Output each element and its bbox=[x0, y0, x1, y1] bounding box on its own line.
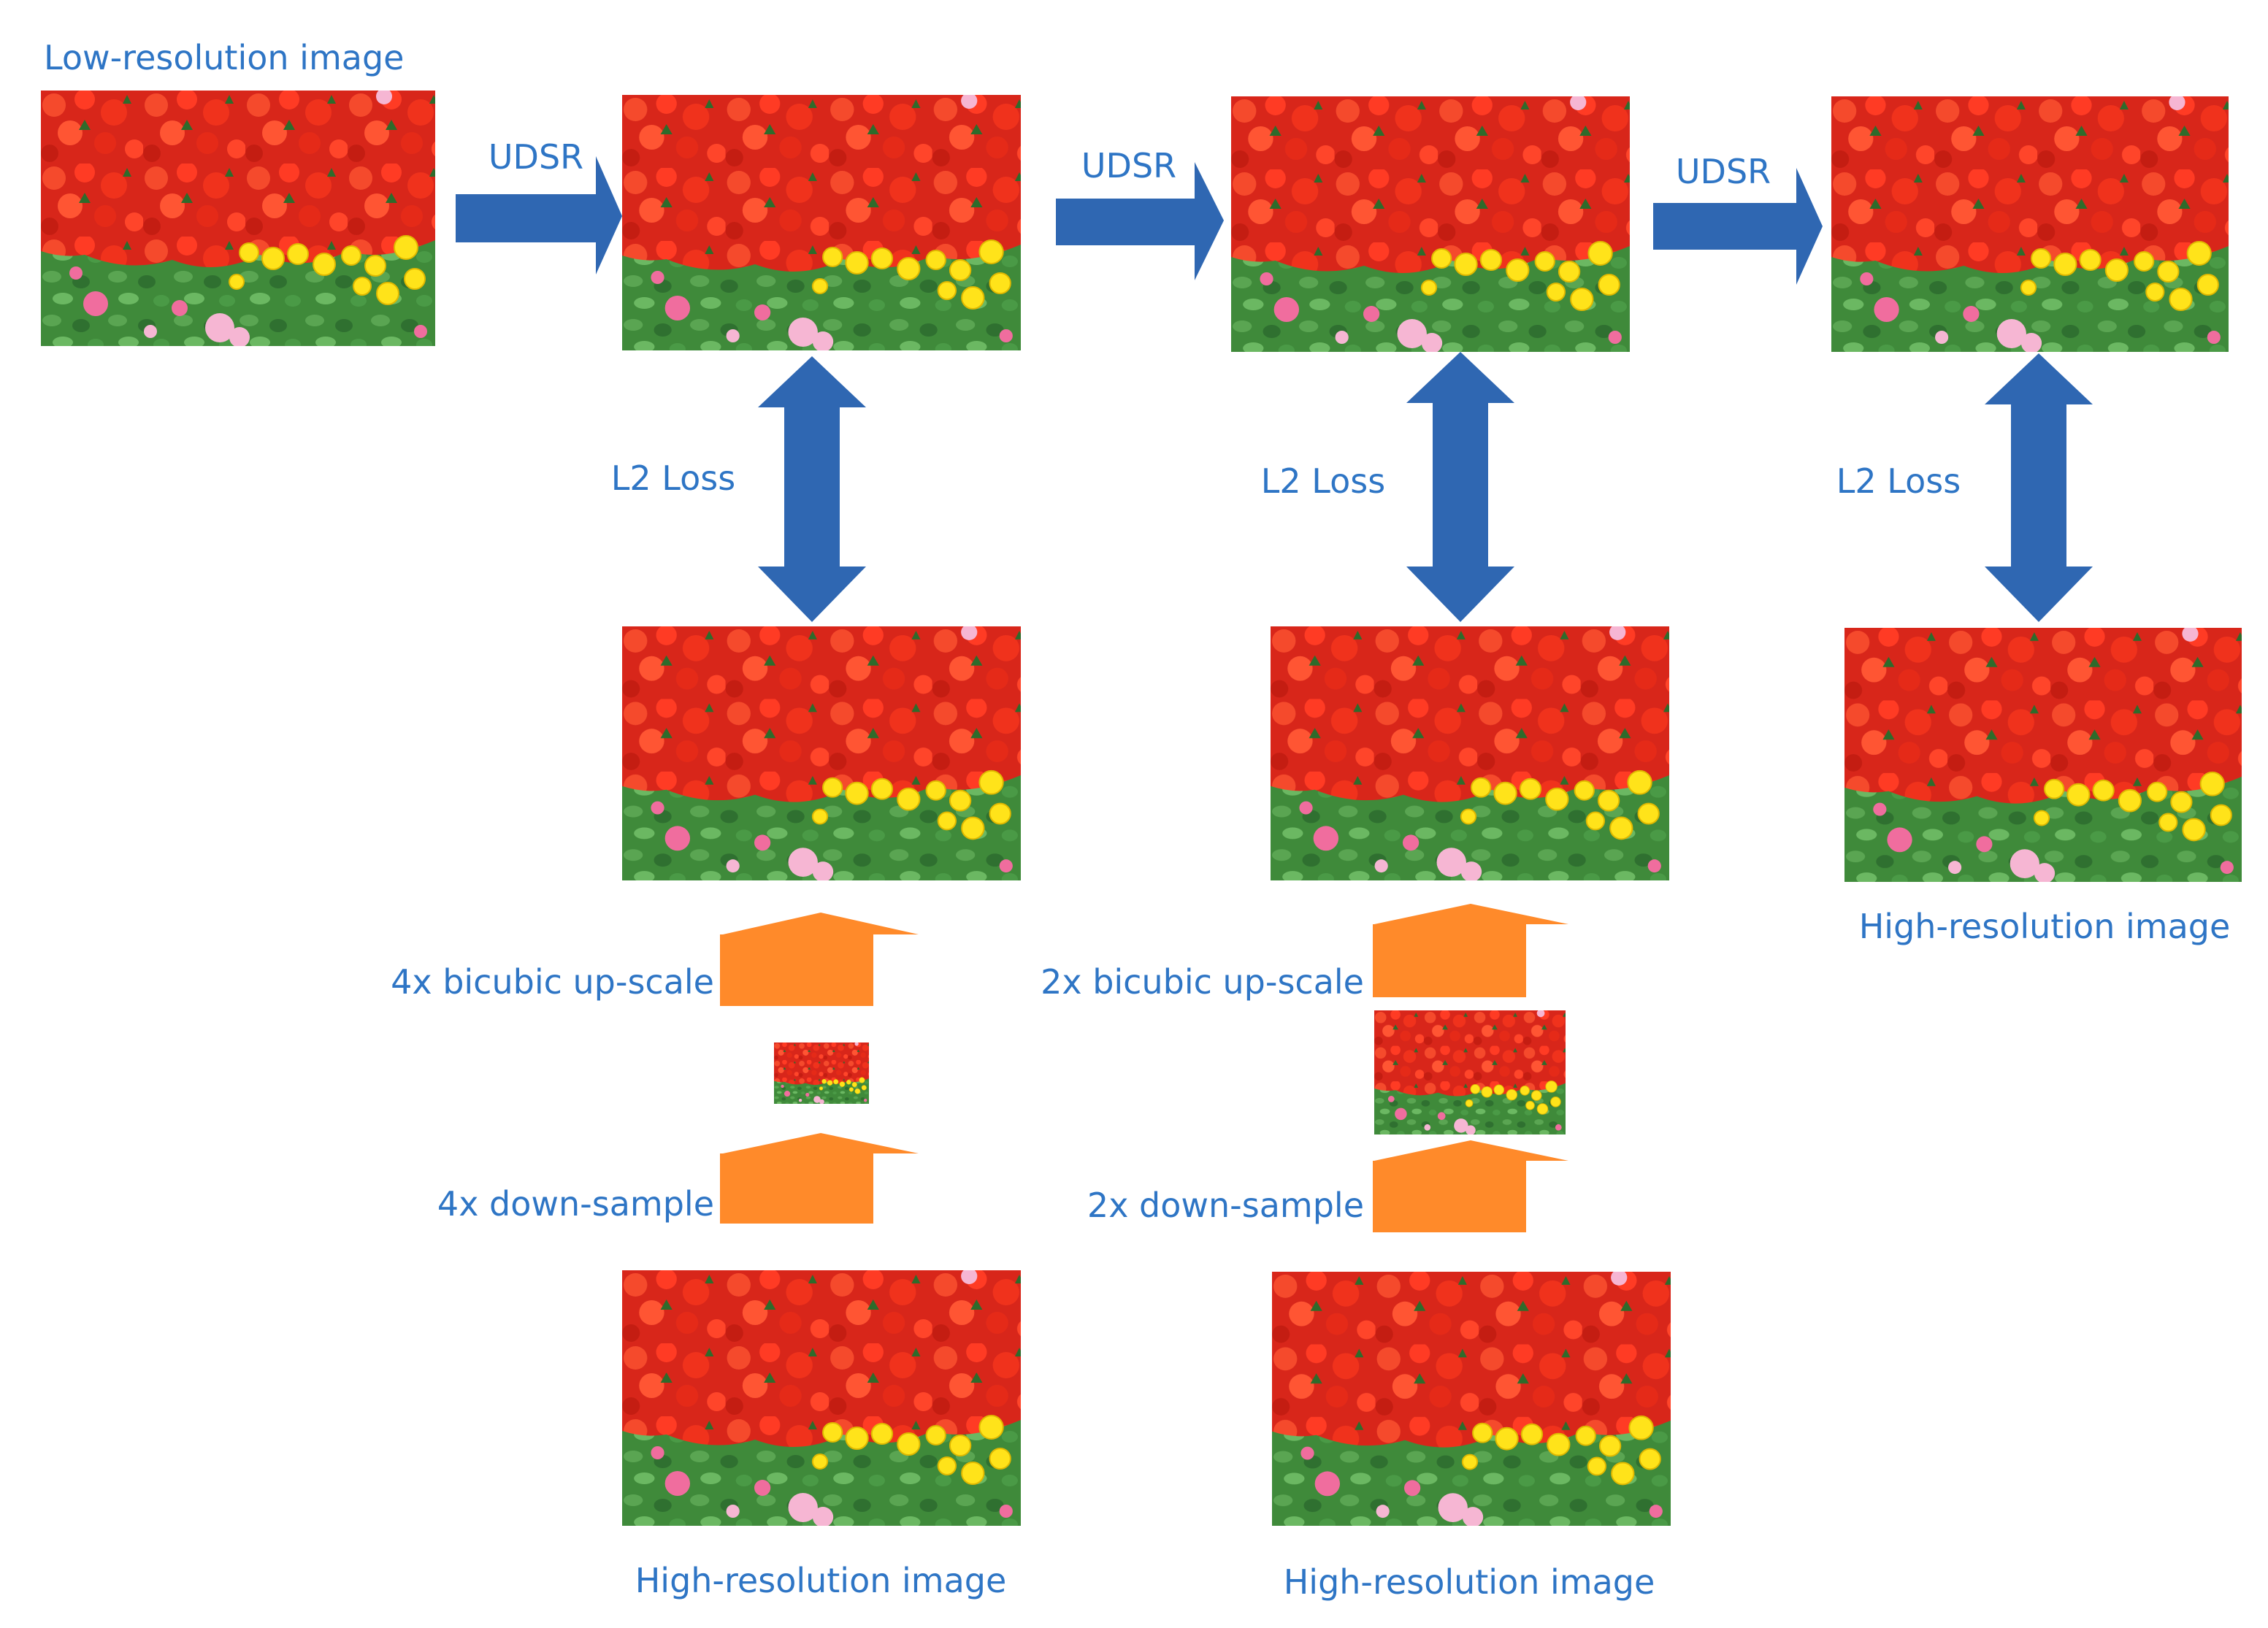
l2-loss-arrow-1 bbox=[758, 356, 866, 622]
downsampled-4x-image bbox=[774, 1043, 869, 1104]
udsr-arrow-2 bbox=[1056, 162, 1224, 280]
low-res-input-image bbox=[41, 91, 435, 346]
upscale-4x-label: 4x bicubic up-scale bbox=[391, 962, 714, 1002]
hr-source-label-2x: High-resolution image bbox=[1283, 1562, 1655, 1602]
upscale-4x-arrow bbox=[686, 913, 919, 1006]
stage2-sr-output-image bbox=[1231, 96, 1630, 352]
udsr-label-1: UDSR bbox=[488, 137, 584, 177]
upscale-2x-label: 2x bicubic up-scale bbox=[1041, 962, 1364, 1002]
upscale-2x-arrow bbox=[1373, 904, 1568, 997]
downsample-4x-arrow bbox=[720, 1133, 919, 1224]
hr-target-image bbox=[1844, 628, 2242, 882]
l2-loss-arrow-2 bbox=[1406, 352, 1514, 622]
l2-loss-arrow-3 bbox=[1985, 353, 2093, 622]
hr-output-label: High-resolution image bbox=[1858, 907, 2231, 946]
l2-loss-label-1: L2 Loss bbox=[610, 458, 736, 498]
stage1-sr-output-image bbox=[622, 95, 1021, 350]
udsr-label-3: UDSR bbox=[1675, 152, 1771, 191]
l2-loss-label-2: L2 Loss bbox=[1260, 461, 1386, 501]
udsr-arrow-3 bbox=[1653, 168, 1823, 285]
stage3-sr-output-image bbox=[1831, 96, 2229, 352]
target-4x-upscaled-image bbox=[622, 626, 1021, 880]
udsr-label-2: UDSR bbox=[1081, 146, 1177, 185]
downsampled-2x-image bbox=[1374, 1010, 1566, 1134]
hr-source-label-4x: High-resolution image bbox=[635, 1561, 1007, 1600]
hr-source-image-4x bbox=[622, 1270, 1021, 1526]
downsample-2x-arrow bbox=[1373, 1140, 1568, 1232]
low-res-input-label: Low-resolution image bbox=[44, 38, 405, 77]
udsr-arrow-1 bbox=[456, 156, 622, 274]
downsample-2x-label: 2x down-sample bbox=[1087, 1186, 1364, 1225]
target-2x-upscaled-image bbox=[1271, 626, 1669, 880]
downsample-4x-label: 4x down-sample bbox=[437, 1184, 714, 1224]
hr-source-image-2x bbox=[1272, 1272, 1671, 1526]
l2-loss-label-3: L2 Loss bbox=[1836, 461, 1961, 501]
